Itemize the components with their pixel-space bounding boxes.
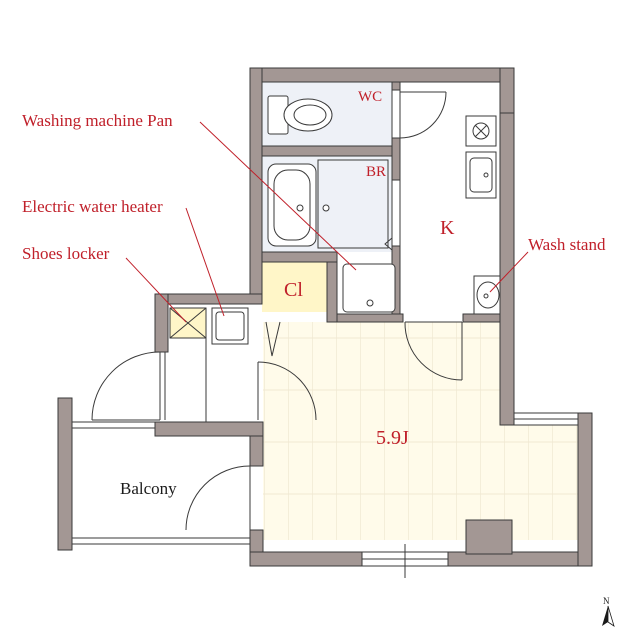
shoes-locker (169, 307, 207, 422)
label-balcony: Balcony (120, 479, 177, 498)
walls (57, 67, 593, 567)
label-br: BR (366, 164, 386, 180)
leader-lines (125, 121, 529, 323)
stove (465, 115, 497, 147)
label-washing-machine-pan: Washing machine Pan (22, 111, 173, 130)
kitchen-sink (465, 151, 497, 199)
main-room-floor (263, 322, 500, 540)
wash-stand (473, 275, 501, 315)
doors (91, 89, 463, 531)
main-room-floor-east (500, 425, 578, 540)
toilet (267, 95, 333, 135)
label-main-room: 5.9J (376, 427, 409, 449)
electric-water-heater (211, 307, 249, 345)
washing-machine-pan (342, 263, 396, 313)
balcony-railing (72, 421, 250, 545)
north-arrow-icon: N (602, 596, 615, 627)
label-shoes-locker: Shoes locker (22, 244, 110, 263)
label-wc: WC (358, 89, 382, 105)
label-closet: Cl (284, 279, 303, 301)
bathtub (267, 163, 317, 247)
shower-area (317, 159, 389, 249)
compass-letter: N (603, 596, 610, 606)
label-kitchen: K (440, 217, 455, 239)
label-electric-water-heater: Electric water heater (22, 197, 163, 216)
label-wash-stand: Wash stand (528, 235, 606, 254)
closet-floor (262, 262, 327, 312)
windows (361, 412, 579, 578)
